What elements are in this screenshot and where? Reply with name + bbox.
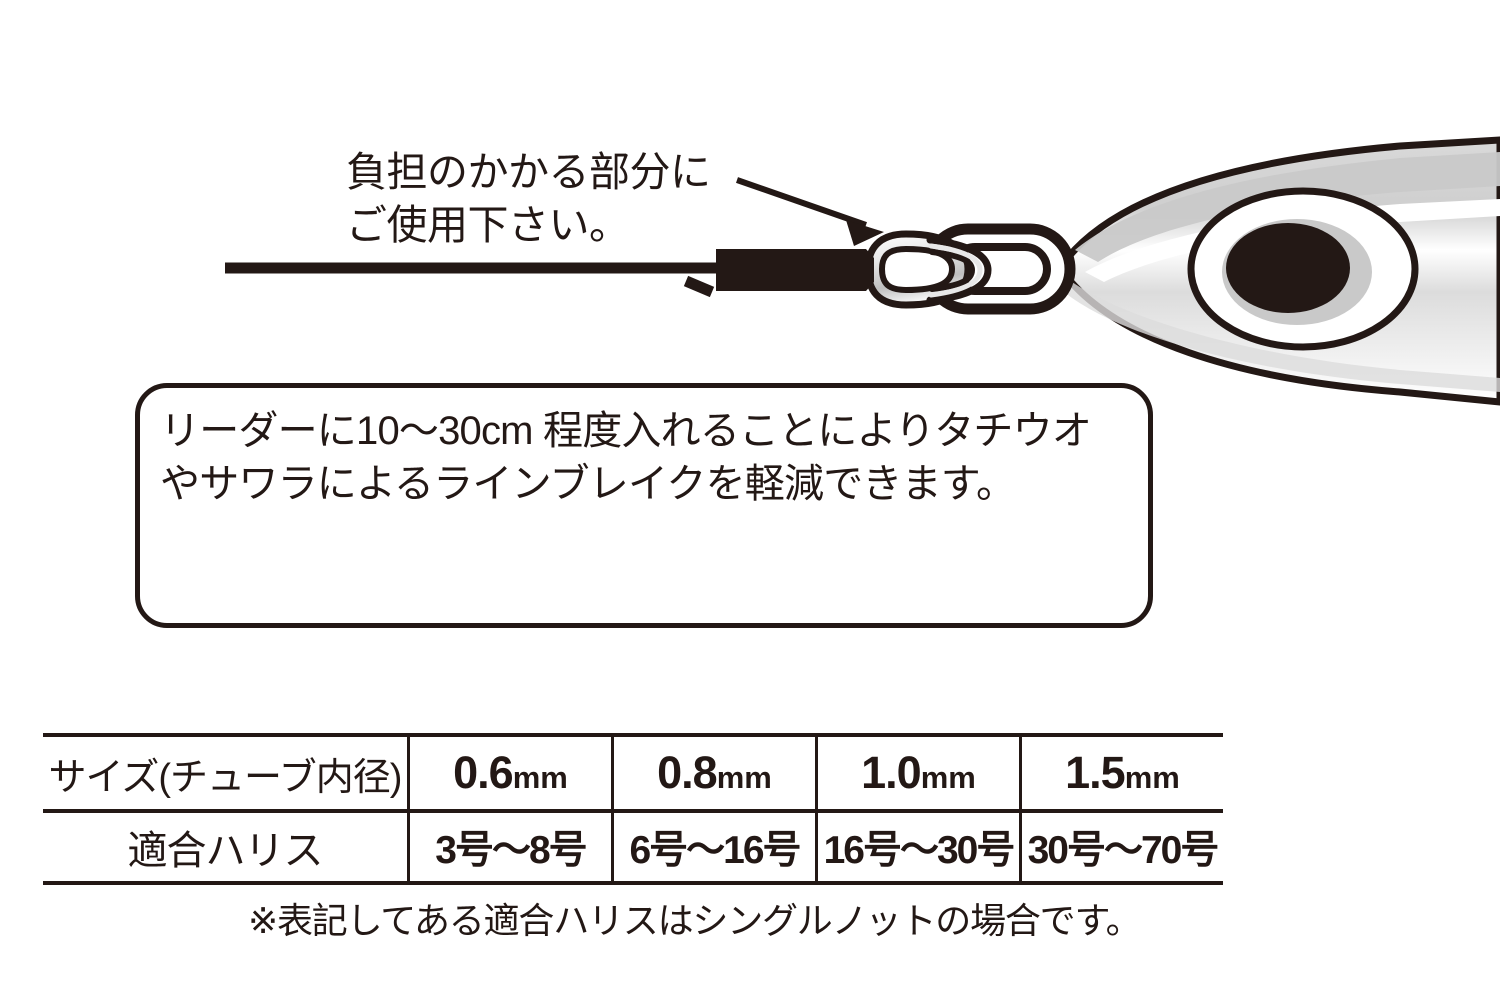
lure-eye: [1187, 187, 1419, 351]
cell-size-3: 1.5mm: [1019, 733, 1223, 813]
size-value-3: 1.5: [1065, 747, 1126, 798]
size-unit-1: mm: [716, 760, 772, 795]
size-value-1: 0.8: [657, 747, 718, 798]
solid-ring: [922, 223, 1076, 315]
cell-harisu-1: 6号～16号: [611, 809, 818, 885]
info-box-text: リーダーに10～30cm 程度入れることによりタチウオ やサワラによるラインブレ…: [160, 409, 1092, 507]
cell-size-2: 1.0mm: [815, 733, 1022, 813]
size-value-2: 1.0: [861, 747, 922, 798]
lure-head: [1056, 136, 1500, 406]
row-label-harisu: 適合ハリス: [43, 809, 410, 885]
table-row-harisu: 適合ハリス 3号～8号 6号～16号 16号～30号 30号～70号: [43, 809, 1223, 885]
footnote-text: ※表記してある適合ハリスはシングルノットの場合です。: [248, 900, 1142, 941]
callout-text: 負担のかかる部分に ご使用下さい。: [346, 149, 711, 249]
size-value-0: 0.6: [453, 747, 514, 798]
tag-end: [683, 275, 715, 298]
size-unit-0: mm: [512, 760, 568, 795]
cell-harisu-3: 30号～70号: [1019, 809, 1223, 885]
cell-harisu-2: 16号～30号: [815, 809, 1022, 885]
cell-size-0: 0.6mm: [407, 733, 614, 813]
split-ring: [864, 230, 992, 309]
cell-harisu-0: 3号～8号: [407, 809, 614, 885]
table-row-size: サイズ(チューブ内径) 0.6mm 0.8mm 1.0mm 1.5mm: [43, 733, 1223, 813]
info-box: [135, 383, 1153, 628]
protective-tube: [716, 249, 874, 291]
size-unit-3: mm: [1124, 760, 1180, 795]
row-label-size: サイズ(チューブ内径): [43, 733, 410, 813]
size-unit-2: mm: [920, 760, 976, 795]
cell-size-1: 0.8mm: [611, 733, 818, 813]
spec-table: サイズ(チューブ内径) 0.6mm 0.8mm 1.0mm 1.5mm 適合ハリ…: [43, 733, 1223, 885]
